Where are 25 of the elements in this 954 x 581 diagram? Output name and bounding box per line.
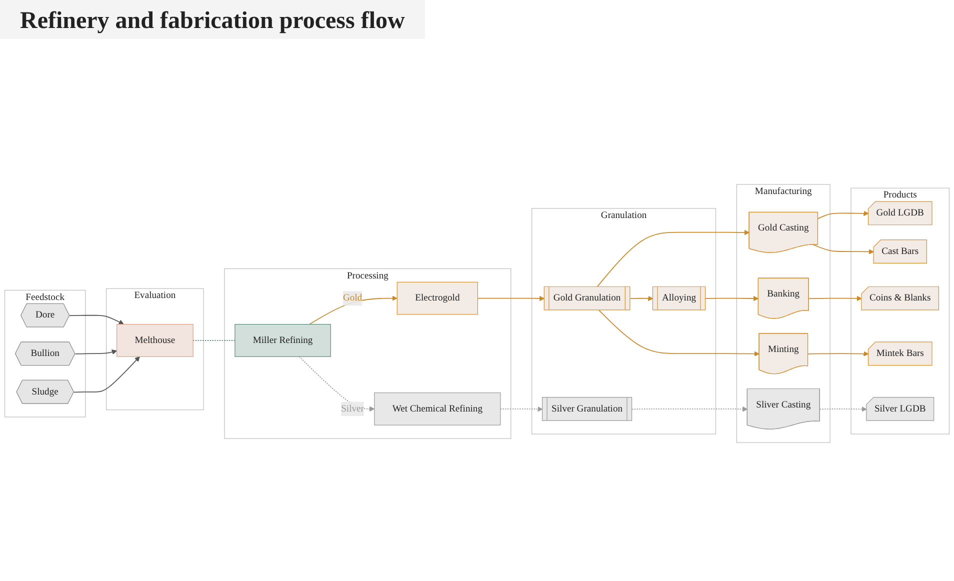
arrow (74, 349, 118, 355)
node-box: Melthouse (116, 324, 194, 357)
arrow (500, 406, 543, 412)
arrow (596, 230, 750, 288)
edge-label: Silver (341, 404, 364, 414)
arrow (819, 406, 867, 412)
arrow (69, 314, 124, 325)
arrow (74, 356, 140, 393)
arrow (309, 296, 398, 325)
arrow (818, 210, 869, 220)
arrow (298, 356, 375, 412)
node-box: Miller Refining (234, 324, 331, 357)
node-box: Wet Chemical Refining (374, 392, 501, 426)
arrow (632, 406, 748, 412)
diagram-title: Refinery and fabrication process flow (0, 0, 425, 39)
arrow (808, 296, 862, 302)
edge-label: Gold (342, 292, 362, 304)
connector (192, 340, 236, 341)
arrow (477, 296, 545, 302)
node-box: Electrogold (396, 282, 478, 315)
arrow (812, 244, 874, 254)
arrow (705, 296, 759, 302)
arrow (598, 310, 760, 356)
arrow (808, 351, 869, 356)
arrow (630, 296, 654, 302)
